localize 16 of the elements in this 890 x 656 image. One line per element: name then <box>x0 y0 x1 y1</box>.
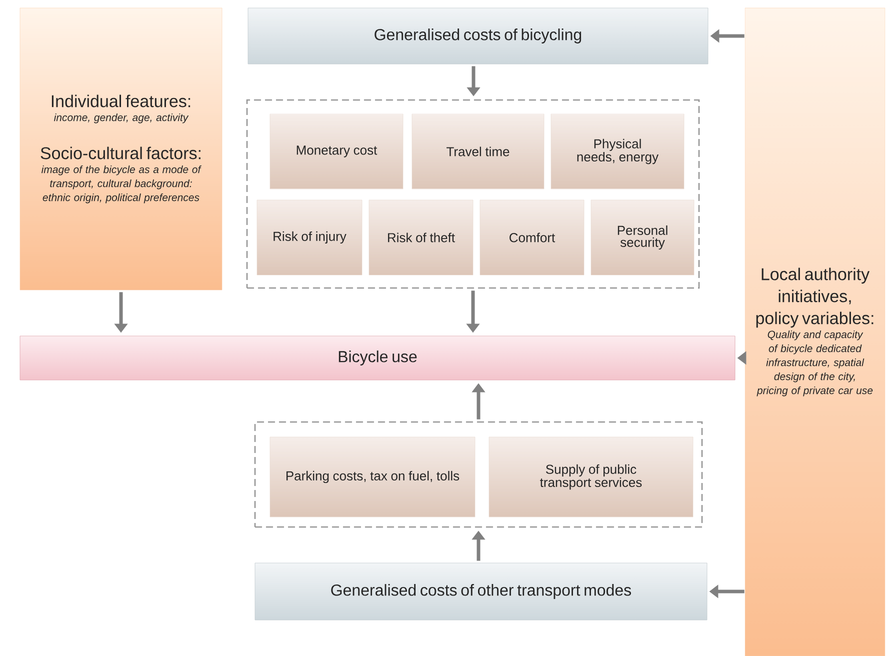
dashed-group-frame <box>246 99 700 289</box>
factor-box: Physical needs, energy <box>550 114 684 190</box>
factor-box: Comfort <box>480 200 584 276</box>
factor-box: Risk of injury <box>256 200 362 276</box>
factor-box: Parking costs, tax on fuel, tolls <box>270 436 476 518</box>
factor-box: Risk of theft <box>368 200 474 276</box>
cost-box: Generalised costs of bicycling <box>248 8 708 64</box>
factor-box: Monetary cost <box>270 114 404 190</box>
factor-box: Personal security <box>590 200 694 276</box>
factor-box: Supply of public transport services <box>488 436 694 518</box>
factor-panel: Individual features: income, gender, age, activity Socio-cultural factors: image of the bicycle as a mode of transport, cultural background: ethnic origin, political preferences <box>20 8 222 290</box>
dashed-group-frame <box>254 421 703 528</box>
cost-box: Generalised costs of other transport modes <box>254 562 708 620</box>
factor-panel: Local authority initiatives, policy variables: Quality and capacity of bicycle dedicated infrastructure, spatial design of the city, pricing of private car use <box>744 8 886 656</box>
factor-box: Travel time <box>412 114 544 190</box>
outcome-bar: Bicycle use <box>20 336 736 380</box>
